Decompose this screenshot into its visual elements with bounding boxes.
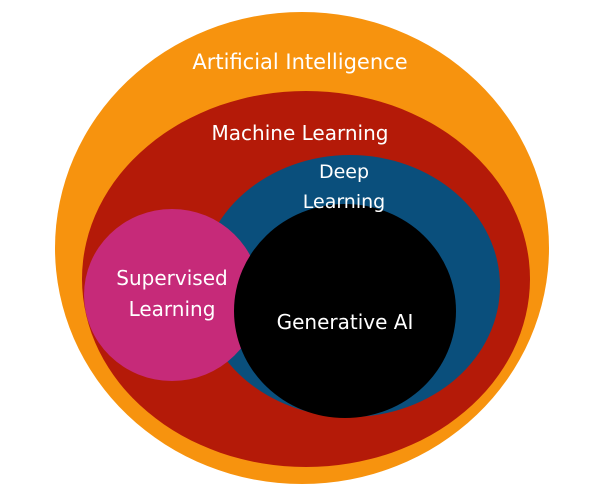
supervised-learning-circle bbox=[84, 209, 260, 381]
deep-learning-label-line1: Deep bbox=[319, 161, 369, 183]
supervised-learning-label-line2: Learning bbox=[129, 297, 216, 321]
supervised-learning-label-line1: Supervised bbox=[116, 266, 227, 290]
machine-learning-label: Machine Learning bbox=[212, 121, 389, 145]
deep-learning-label-line2: Learning bbox=[303, 191, 386, 213]
generative-ai-label: Generative AI bbox=[277, 310, 414, 334]
generative-ai-circle bbox=[234, 204, 456, 418]
artificial-intelligence-label: Artificial Intelligence bbox=[192, 50, 407, 74]
